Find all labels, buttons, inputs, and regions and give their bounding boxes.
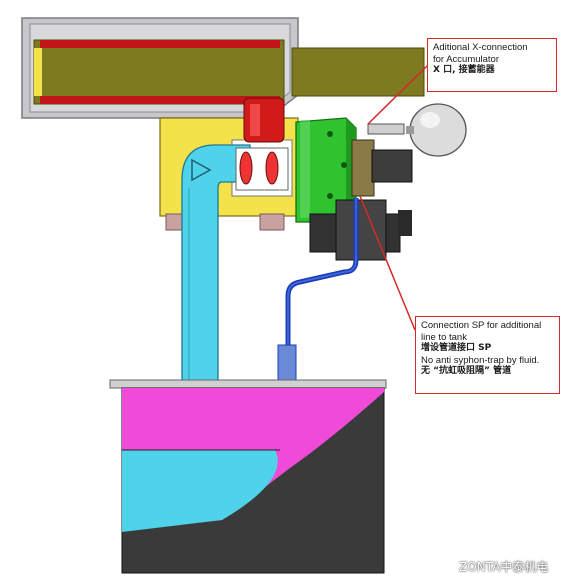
tank-callout-zh1: 增设管道接口 SP bbox=[421, 343, 492, 353]
accumulator-callout-zh: X 口, 接蓄能器 bbox=[433, 65, 495, 75]
red-plug bbox=[243, 97, 285, 143]
accumulator-callout-line1: Aditional X-connection bbox=[433, 42, 528, 53]
accumulator-callout-line2: for Accumulator bbox=[433, 53, 499, 65]
olive-cylinder bbox=[33, 39, 425, 105]
tank-callout-line1: Connection SP for additional bbox=[421, 320, 542, 331]
accumulator-callout: Aditional X-connection for Accumulator X… bbox=[427, 38, 557, 92]
wechat-icon bbox=[437, 559, 455, 573]
tank-callout-line3: No anti syphon-trap by fluid. bbox=[421, 354, 540, 366]
tank-callout-line2: line to tank bbox=[421, 331, 467, 343]
tank-line-callout: Connection SP for additional line to tan… bbox=[415, 316, 560, 394]
watermark-text: ZONTA中泰机电 bbox=[459, 559, 549, 574]
valve-connector bbox=[235, 147, 289, 191]
tank bbox=[109, 379, 387, 574]
callout-leaders bbox=[359, 65, 428, 331]
watermark: ZONTA中泰机电 bbox=[437, 556, 577, 576]
accumulator bbox=[367, 103, 467, 157]
tank-callout-zh2: 无 “抗虹吸阻隔” 管道 bbox=[421, 366, 512, 376]
